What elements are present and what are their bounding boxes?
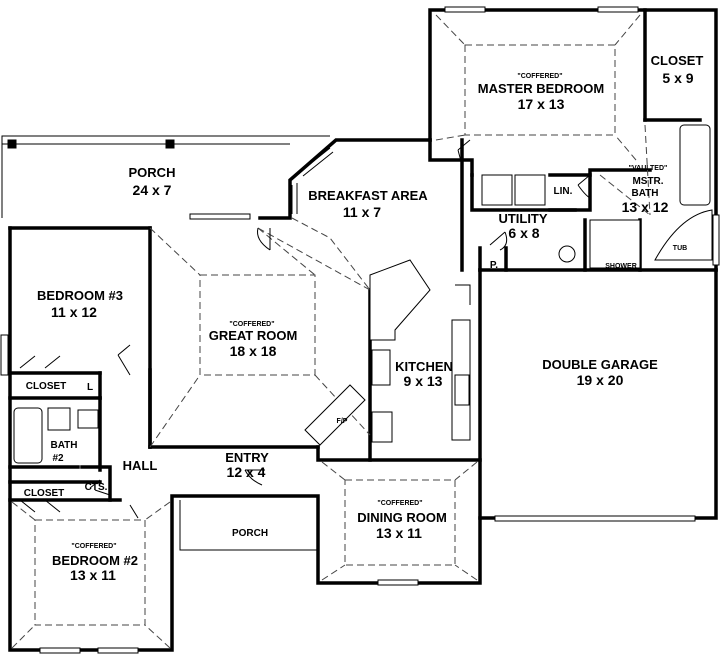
master-bedroom-label: "COFFERED" MASTER BEDROOM 17 x 13 bbox=[478, 73, 604, 112]
entry-name: ENTRY bbox=[225, 450, 269, 465]
lin-label: LIN. bbox=[554, 186, 573, 197]
linen-l-label: L bbox=[87, 382, 93, 393]
porch-top-label: PORCH 24 x 7 bbox=[129, 165, 176, 198]
shower-label: SHOWER bbox=[605, 263, 637, 270]
mstr-bath-tag: "VAULTED" bbox=[629, 165, 668, 172]
porch-top-name: PORCH bbox=[129, 165, 176, 180]
bedroom2-name: BEDROOM #2 bbox=[52, 553, 138, 568]
bedroom3-size: 11 x 12 bbox=[51, 304, 97, 320]
breakfast-name: BREAKFAST AREA bbox=[308, 188, 428, 203]
bath2-label: BATH #2 bbox=[50, 440, 77, 464]
bedroom3-name: BEDROOM #3 bbox=[37, 288, 123, 303]
bedroom2-label: "COFFERED" BEDROOM #2 13 x 11 bbox=[52, 543, 138, 583]
great-room-tag: "COFFERED" bbox=[229, 321, 274, 328]
tub-label: TUB bbox=[673, 245, 687, 252]
bath2-name: BATH bbox=[50, 440, 77, 451]
doors bbox=[19, 139, 591, 519]
bath2-size: #2 bbox=[52, 453, 64, 464]
dining-name: DINING ROOM bbox=[357, 510, 447, 525]
mstr-bath-name2: BATH bbox=[631, 188, 658, 199]
master-closet-label: CLOSET 5 x 9 bbox=[651, 53, 704, 86]
breakfast-size: 11 x 7 bbox=[343, 204, 381, 220]
cts-label: CTS. bbox=[85, 482, 108, 493]
kitchen-name: KITCHEN bbox=[395, 359, 453, 374]
mstr-bath-name: MSTR. bbox=[632, 176, 663, 187]
porch-top-size: 24 x 7 bbox=[133, 182, 172, 198]
dining-tag: "COFFERED" bbox=[377, 500, 422, 507]
mstr-bath-size: 13 x 12 bbox=[622, 199, 669, 215]
bedroom2-tag: "COFFERED" bbox=[71, 543, 116, 550]
fixtures bbox=[13, 124, 713, 464]
windows bbox=[0, 6, 720, 654]
master-tag: "COFFERED" bbox=[517, 73, 562, 80]
utility-name: UTILITY bbox=[498, 211, 547, 226]
closet-b2-label: CLOSET bbox=[24, 488, 65, 499]
dining-room-label: "COFFERED" DINING ROOM 13 x 11 bbox=[357, 500, 447, 541]
entry-label: ENTRY 12 x 4 bbox=[225, 450, 269, 480]
master-size: 17 x 13 bbox=[518, 96, 565, 112]
hall-label: HALL bbox=[123, 458, 158, 473]
bedroom2-size: 13 x 11 bbox=[70, 567, 116, 583]
kitchen-size: 9 x 13 bbox=[404, 373, 443, 389]
great-room-name: GREAT ROOM bbox=[209, 328, 298, 343]
porch-top-outline bbox=[1, 135, 330, 218]
garage-label: DOUBLE GARAGE 19 x 20 bbox=[542, 357, 658, 388]
coffered-ceilings bbox=[11, 14, 651, 649]
porch-front-label: PORCH bbox=[232, 528, 268, 539]
closet-master-size: 5 x 9 bbox=[662, 70, 693, 86]
entry-size: 12 x 4 bbox=[227, 464, 266, 480]
pantry-label: P. bbox=[490, 260, 498, 271]
garage-name: DOUBLE GARAGE bbox=[542, 357, 658, 372]
great-room-size: 18 x 18 bbox=[230, 343, 277, 359]
great-room-label: "COFFERED" GREAT ROOM 18 x 18 bbox=[209, 321, 298, 359]
closet-b3-label: CLOSET bbox=[26, 381, 67, 392]
utility-size: 6 x 8 bbox=[508, 225, 539, 241]
dining-size: 13 x 11 bbox=[376, 525, 422, 541]
bedroom3-label: BEDROOM #3 11 x 12 bbox=[37, 288, 123, 320]
master-bath-label: "VAULTED" MSTR. BATH 13 x 12 bbox=[622, 165, 669, 215]
porch-front-outline bbox=[179, 500, 318, 551]
breakfast-label: BREAKFAST AREA 11 x 7 bbox=[308, 188, 428, 220]
fireplace-label: F/P bbox=[337, 418, 348, 425]
utility-label: UTILITY 6 x 8 bbox=[498, 211, 547, 241]
closet-master-name: CLOSET bbox=[651, 53, 704, 68]
master-name: MASTER BEDROOM bbox=[478, 81, 604, 96]
garage-size: 19 x 20 bbox=[577, 372, 624, 388]
kitchen-label: KITCHEN 9 x 13 bbox=[395, 359, 453, 389]
